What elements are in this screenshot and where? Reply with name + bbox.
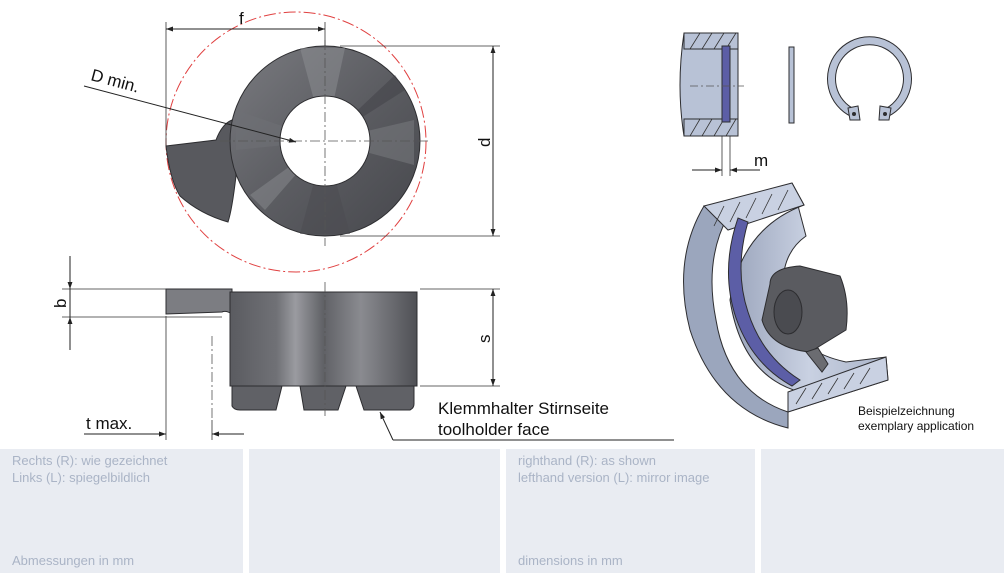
label-t-max: t max. [86,414,132,433]
insert-facet [300,48,345,141]
side-tip [165,288,233,315]
note-lefthand-en: lefthand version (L): mirror image [518,470,710,485]
insert-top-view [165,11,430,273]
hatch-lines [689,32,737,137]
callout-line-1: Klemmhalter Stirnseite [438,399,609,418]
example-3d-view: Beispielzeichnung exemplary application [683,182,974,433]
note-righthand-en: righthand (R): as shown [518,453,657,468]
technical-drawing: f D min. d b s [51,9,974,441]
cutting-tip [165,119,237,223]
label-m: m [754,151,768,170]
insert-3d-bore [773,289,803,335]
info-panel-de: Rechts (R): wie gezeichnet Links (L): sp… [0,449,243,573]
info-panel-empty-1 [249,449,500,573]
units-note-en: dimensions in mm [518,553,623,568]
label-d: d [475,138,494,147]
hatch-lines [713,189,789,227]
groove-section: m [679,32,768,176]
note-righthand-de: Rechts (R): wie gezeichnet [12,453,168,468]
dimension-b: b [51,256,222,350]
insert-3d-tip [805,347,829,373]
note-lefthand-de: Links (L): spiegelbildlich [12,470,151,485]
example-line-2: exemplary application [858,419,974,433]
snap-ring-in-groove [721,45,731,123]
label-b: b [51,299,70,308]
callout-line-2: toolholder face [438,420,550,439]
dimension-s: s [420,288,500,387]
workpiece-outer [683,205,789,429]
dimension-f: f [165,9,326,146]
info-panel-en: righthand (R): as shown lefthand version… [506,449,755,573]
side-body [229,291,418,387]
insert-side-view [165,282,418,420]
toolholder-face-callout: Klemmhalter Stirnseite toolholder face [379,399,674,441]
dimension-t-max: t max. [84,316,244,440]
snap-ring-front [827,36,912,121]
label-s: s [475,335,494,344]
units-note-de: Abmessungen in mm [12,553,135,568]
label-f: f [239,9,244,28]
hatch-lines [795,367,871,405]
example-line-1: Beispielzeichnung [858,404,955,418]
side-teeth [231,385,415,411]
snap-ring-3d [727,217,801,387]
section-face-top [703,182,805,231]
info-panel-empty-2 [761,449,1004,573]
label-d-min: D min. [89,66,141,97]
section-face-bottom [787,356,889,413]
dimension-d: d [340,45,500,237]
snap-ring-side [788,46,795,124]
